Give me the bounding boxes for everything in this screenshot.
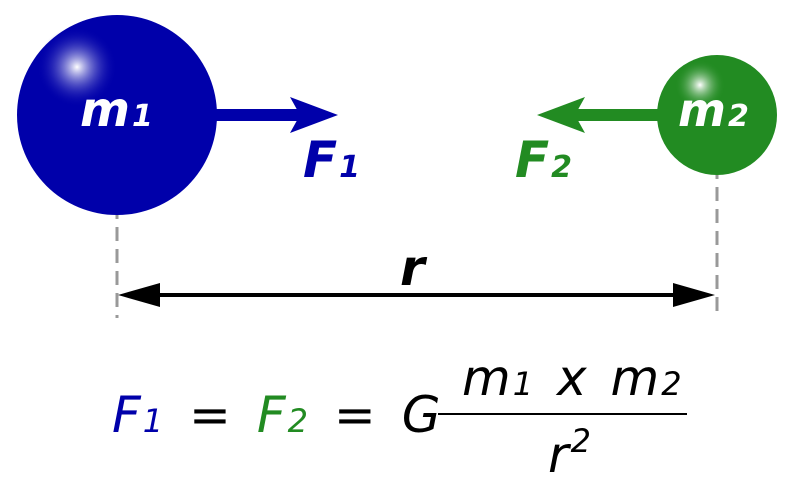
distance-arrow	[118, 283, 715, 307]
svg-text:r2: r2	[548, 422, 591, 484]
eq-denominator-exponent: 2	[571, 422, 591, 460]
distance-label: r	[400, 239, 428, 297]
svg-text:m1: m1	[80, 82, 153, 138]
mass1-sphere: m1	[17, 15, 217, 215]
eq-f1-subscript: 1	[143, 402, 163, 440]
eq-times: x	[555, 349, 587, 407]
force2-label: F	[515, 131, 549, 189]
force2-arrow	[537, 97, 675, 133]
eq-equals-1: =	[189, 386, 231, 444]
eq-numerator-m2: m	[610, 349, 659, 407]
force1-subscript: 1	[339, 150, 360, 185]
eq-numerator-m2-subscript: 2	[661, 365, 681, 403]
eq-numerator-m1-subscript: 1	[513, 365, 533, 403]
force1-arrow	[200, 97, 338, 133]
eq-f1: F	[112, 386, 142, 444]
eq-equals-2: =	[334, 386, 376, 444]
eq-f2-subscript: 2	[288, 402, 308, 440]
mass1-label: m	[80, 82, 130, 138]
mass1-subscript: 1	[132, 99, 153, 134]
eq-denominator-r: r	[548, 426, 572, 484]
force1-label: F	[303, 131, 337, 189]
mass2-sphere: m2	[657, 55, 777, 175]
force2-subscript: 2	[551, 150, 572, 185]
mass2-subscript: 2	[728, 99, 749, 134]
svg-text:F1: F1	[303, 131, 360, 189]
svg-text:m1 x m2: m1 x m2	[462, 349, 682, 407]
eq-numerator-m1: m	[462, 349, 511, 407]
svg-text:F2: F2	[515, 131, 572, 189]
gravitation-equation: F1 = F2 = G m1 x m2 r2	[112, 349, 687, 484]
eq-gravitational-constant: G	[402, 386, 441, 444]
svg-text:F1 = F2 =: F1 = F2 = G	[112, 386, 440, 444]
eq-f2: F	[257, 386, 287, 444]
svg-text:m2: m2	[678, 83, 749, 137]
mass2-label: m	[678, 83, 726, 137]
